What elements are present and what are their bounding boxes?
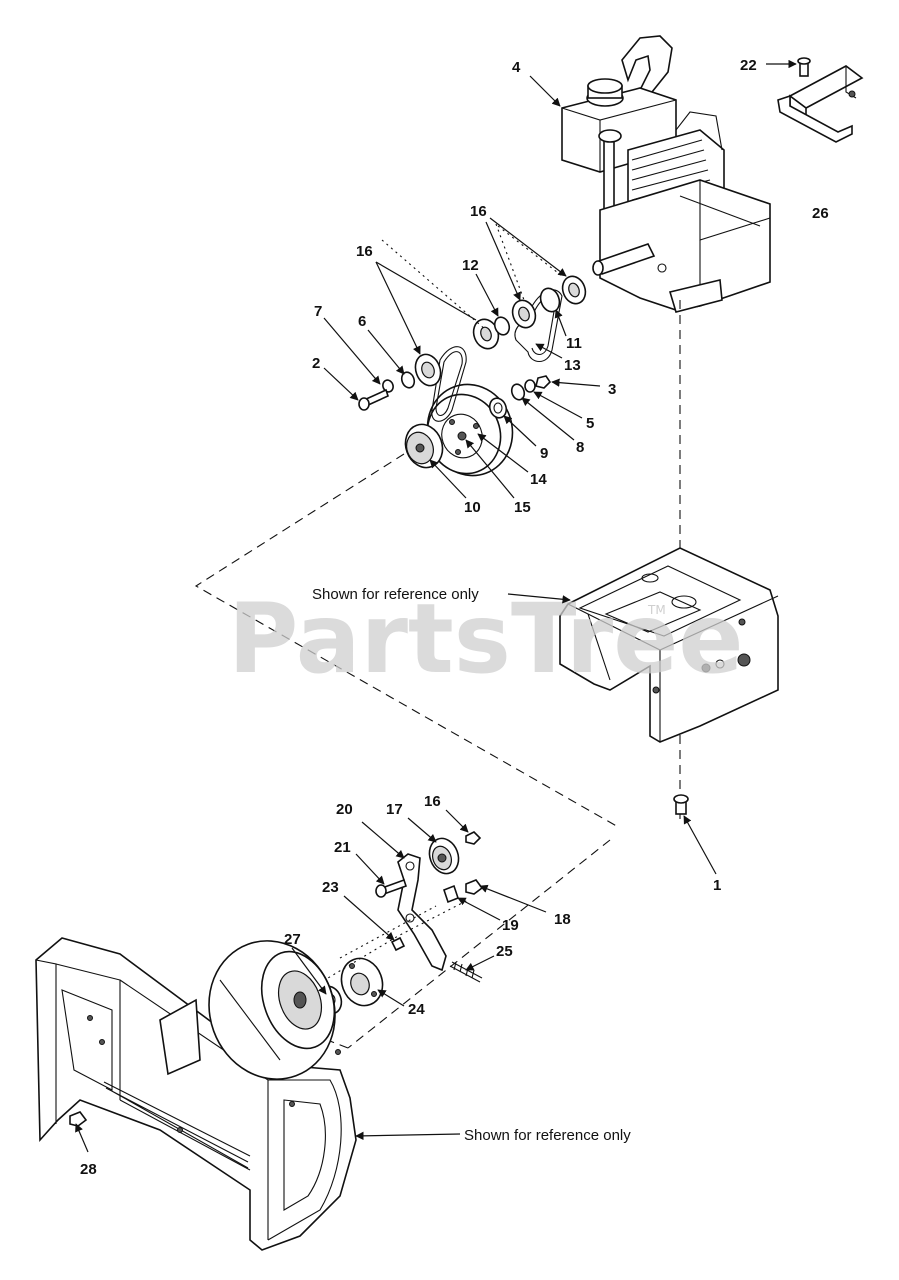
arm-21[interactable] (397, 853, 447, 972)
frame-reference-upper (559, 547, 779, 743)
pulley-11[interactable] (537, 286, 562, 315)
auger-housing-reference (35, 937, 357, 1251)
note-reference-upper: Shown for reference only (312, 586, 479, 603)
callout-27: 26 (812, 205, 829, 222)
nut-24[interactable] (390, 936, 406, 952)
spacer-20[interactable] (443, 884, 459, 904)
engine-pulley-right[interactable] (559, 273, 589, 307)
callout-16a: 16 (356, 243, 373, 260)
bearing-flange-25[interactable] (335, 953, 389, 1012)
callout-24: 23 (322, 879, 339, 896)
callout-22: 21 (334, 839, 351, 856)
callout-6: 6 (358, 313, 366, 330)
note-reference-lower: Shown for reference only (464, 1127, 631, 1144)
pulley-18[interactable] (425, 834, 464, 877)
bolt-2[interactable] (358, 388, 389, 411)
callout-13: 13 (564, 357, 581, 374)
pulley-16-center[interactable] (470, 316, 503, 352)
callout-19: 18 (554, 911, 571, 928)
callout-18: 17 (386, 801, 403, 818)
callout-20: 19 (502, 917, 519, 934)
washer-8[interactable] (510, 382, 527, 401)
bolt-23[interactable] (797, 57, 811, 77)
idler-pulley-left[interactable] (411, 351, 444, 389)
callout-8: 8 (576, 439, 584, 456)
callout-15: 15 (514, 499, 531, 516)
drive-pulley[interactable] (400, 419, 449, 473)
pulley-16-mid[interactable] (509, 297, 539, 331)
callout-4: 4 (512, 59, 521, 76)
auger-belt[interactable] (431, 346, 467, 422)
callout-14: 14 (530, 471, 547, 488)
callout-10: 10 (464, 499, 481, 516)
washer-6[interactable] (400, 370, 417, 389)
engine[interactable] (561, 35, 771, 313)
nut-19[interactable] (465, 879, 484, 895)
callout-29: 28 (80, 1161, 97, 1178)
callout-25: 24 (408, 1001, 425, 1018)
callout-16b: 16 (470, 203, 487, 220)
callout-3: 3 (608, 381, 616, 398)
callout-1: 1 (713, 877, 721, 894)
bushing-12[interactable] (492, 315, 511, 337)
callout-21: 20 (336, 801, 353, 818)
callout-2: 2 (312, 355, 320, 372)
belt-guard-bracket[interactable] (777, 65, 864, 143)
callout-23: 22 (740, 57, 757, 74)
spacer-9[interactable] (487, 396, 509, 420)
callout-12: 12 (462, 257, 479, 274)
bolt-1[interactable] (673, 794, 689, 815)
nut-29[interactable] (69, 1111, 88, 1127)
callout-5: 5 (586, 415, 594, 432)
washer-7[interactable] (381, 379, 395, 394)
bolt-22[interactable] (375, 878, 408, 898)
nut-3[interactable] (535, 375, 552, 389)
callout-26: 25 (496, 943, 513, 960)
callout-7: 7 (314, 303, 322, 320)
washer-5[interactable] (524, 379, 536, 393)
nut-17[interactable] (465, 831, 482, 845)
callout-17: 16 (424, 793, 441, 810)
watermark-tm: TM (647, 603, 666, 617)
callout-11: 11 (566, 335, 582, 352)
watermark: PartsTree (228, 583, 743, 695)
callout-9: 9 (540, 445, 548, 462)
callout-28: 27 (284, 931, 301, 948)
